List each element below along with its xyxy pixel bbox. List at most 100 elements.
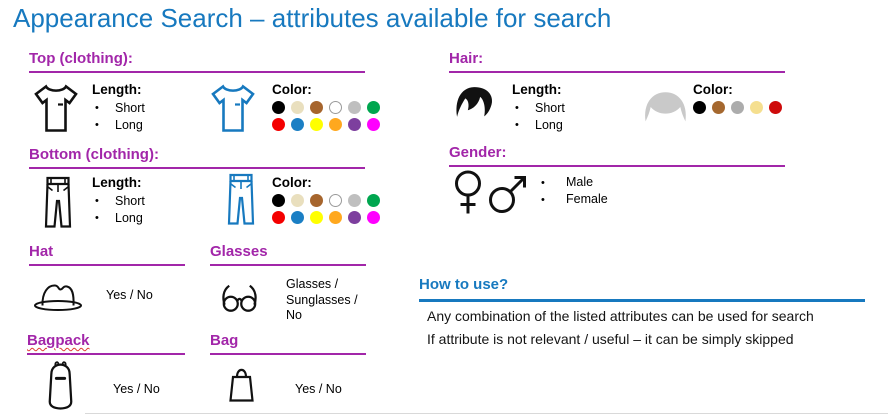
bullet: • (95, 195, 99, 207)
color-swatch (367, 101, 380, 114)
color-swatch (272, 211, 285, 224)
gender-options-list: • Male • Female (539, 175, 608, 209)
clothing-color-palette-row1 (272, 101, 380, 114)
color-swatch (329, 118, 342, 131)
color-swatch (750, 101, 763, 114)
option-label: Long (535, 118, 563, 132)
hair-icon-black (454, 85, 495, 119)
bullet: • (541, 177, 545, 189)
color-swatch (367, 118, 380, 131)
color-swatch (348, 118, 361, 131)
section-heading-top-clothing: Top (clothing): (29, 50, 365, 73)
hair-color-group: Color: (693, 82, 782, 114)
bullet: • (515, 119, 519, 131)
length-options-list: • Short • Long (92, 193, 145, 227)
color-swatch (329, 211, 342, 224)
length-options-list: • Short • Long (92, 100, 145, 134)
hair-length-group: Length: • Short • Long (512, 82, 565, 134)
list-item: • Female (539, 192, 608, 209)
color-swatch (291, 118, 304, 131)
hat-icon (33, 281, 83, 312)
how-to-use-line: Any combination of the listed attributes… (427, 308, 814, 324)
color-swatch (310, 118, 323, 131)
bullet: • (95, 102, 99, 114)
color-swatch (329, 194, 342, 207)
color-swatch (291, 194, 304, 207)
bullet: • (95, 119, 99, 131)
list-item: • Long (92, 210, 145, 227)
section-heading-glasses: Glasses (210, 243, 366, 266)
option-label: Male (566, 175, 594, 189)
color-swatch (693, 101, 706, 114)
section-heading-gender: Gender: (449, 144, 785, 167)
length-label: Length: (92, 82, 142, 97)
list-item: • Short (512, 100, 565, 117)
bottom-color-group: Color: (272, 175, 380, 224)
glasses-icon (220, 279, 259, 312)
hair-icon-gray (642, 89, 689, 123)
length-label: Length: (512, 82, 562, 97)
color-swatch (291, 211, 304, 224)
section-heading-bag: Bag (210, 332, 366, 355)
bullet: • (515, 102, 519, 114)
bag-icon (227, 364, 256, 406)
top-color-group: Color: (272, 82, 380, 131)
clothing-color-palette-row2 (272, 211, 380, 224)
bagpack-heading-text: Bagpack (27, 332, 90, 349)
color-label: Color: (693, 82, 733, 97)
color-swatch (712, 101, 725, 114)
length-options-list: • Short • Long (512, 100, 565, 134)
how-to-use-line: If attribute is not relevant / useful – … (427, 331, 794, 347)
color-swatch (367, 194, 380, 207)
option-label: Long (115, 118, 143, 132)
option-label: Long (115, 211, 143, 225)
hat-value: Yes / No (106, 288, 153, 302)
section-heading-hat: Hat (29, 243, 185, 266)
backpack-icon (44, 360, 77, 411)
pants-icon (44, 176, 72, 229)
color-swatch (367, 211, 380, 224)
bag-value: Yes / No (295, 382, 342, 396)
section-heading-hair: Hair: (449, 50, 785, 73)
slide-edge-line (85, 413, 888, 414)
color-swatch (769, 101, 782, 114)
option-label: Short (115, 194, 145, 208)
color-swatch (348, 101, 361, 114)
color-swatch (310, 211, 323, 224)
list-item: • Male (539, 175, 608, 192)
hair-color-palette (693, 101, 782, 114)
color-swatch (272, 118, 285, 131)
glasses-value: Glasses / Sunglasses / No (286, 277, 358, 322)
section-heading-bottom-clothing: Bottom (clothing): (29, 146, 365, 169)
color-label: Color: (272, 82, 312, 97)
color-swatch (348, 194, 361, 207)
tshirt-icon (33, 83, 79, 134)
clothing-color-palette-row1 (272, 194, 380, 207)
how-to-use-heading: How to use? (419, 276, 509, 293)
list-item: • Short (92, 100, 145, 117)
color-label: Color: (272, 175, 312, 190)
color-swatch (310, 101, 323, 114)
length-label: Length: (92, 175, 142, 190)
color-swatch (731, 101, 744, 114)
color-swatch (272, 194, 285, 207)
color-swatch (310, 194, 323, 207)
female-symbol-icon (451, 169, 485, 216)
male-symbol-icon (487, 173, 529, 215)
list-item: • Short (92, 193, 145, 210)
list-item: • Long (512, 117, 565, 134)
bullet: • (541, 194, 545, 206)
section-heading-bagpack: Bagpack (27, 332, 185, 355)
page-title: Appearance Search – attributes available… (13, 3, 612, 33)
list-item: • Long (92, 117, 145, 134)
bagpack-value: Yes / No (113, 382, 160, 396)
option-label: Short (535, 101, 565, 115)
clothing-color-palette-row2 (272, 118, 380, 131)
option-label: Female (566, 192, 608, 206)
tshirt-icon-blue (210, 83, 256, 134)
color-swatch (348, 211, 361, 224)
bullet: • (95, 212, 99, 224)
color-swatch (291, 101, 304, 114)
top-length-group: Length: • Short • Long (92, 82, 145, 134)
